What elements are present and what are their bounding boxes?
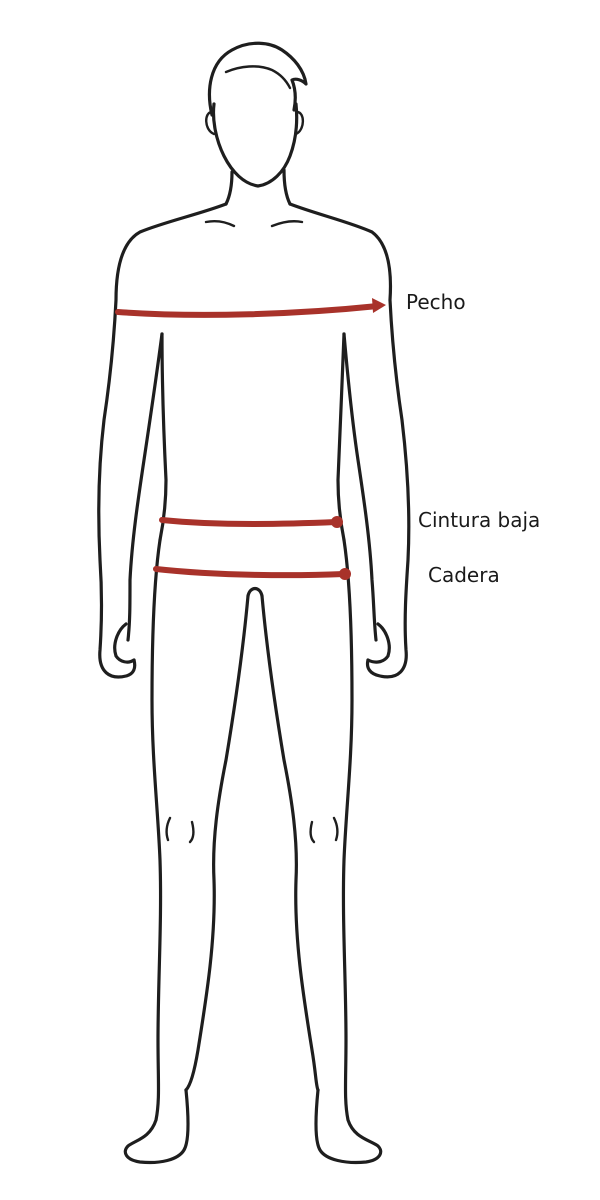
right-thumb [366, 622, 391, 664]
crotch [246, 586, 264, 598]
right-leg-outer [314, 538, 383, 1165]
hip-measure-line [153, 566, 347, 579]
measurement-lines [115, 298, 386, 580]
low-waist-endpoint [331, 516, 343, 528]
left-leg-inner [184, 594, 250, 1092]
left-knee-mark-1 [165, 816, 172, 842]
chest-measure-line [115, 303, 381, 318]
male-figure-outline [97, 41, 411, 1165]
right-shoulder-arm-outer [288, 202, 411, 679]
right-knee-mark-1 [309, 820, 316, 844]
hair-strand [224, 65, 292, 90]
neck-left [224, 170, 234, 206]
hair [207, 41, 308, 117]
torso-left [158, 332, 168, 542]
left-arm-inner [126, 332, 164, 642]
left-shoulder-arm-outer [97, 202, 228, 679]
collarbone-right [270, 220, 304, 228]
left-ear [205, 110, 216, 136]
torso-right [336, 332, 346, 542]
left-thumb [113, 622, 136, 664]
right-arm-inner [342, 332, 378, 642]
head [211, 102, 299, 188]
collarbone-left [204, 220, 236, 228]
low-waist-measure-line [159, 517, 339, 527]
low-waist-label: Cintura baja [418, 508, 541, 532]
right-leg-inner [260, 594, 320, 1092]
chest-label: Pecho [406, 290, 466, 314]
hip-endpoint [339, 568, 351, 580]
right-knee-mark-2 [332, 816, 339, 842]
hip-label: Cadera [428, 563, 500, 587]
right-ear [294, 110, 305, 136]
chest-arrowhead [372, 298, 386, 313]
left-knee-mark-2 [188, 820, 195, 844]
left-leg-outer [123, 538, 190, 1165]
neck-right [282, 168, 292, 206]
